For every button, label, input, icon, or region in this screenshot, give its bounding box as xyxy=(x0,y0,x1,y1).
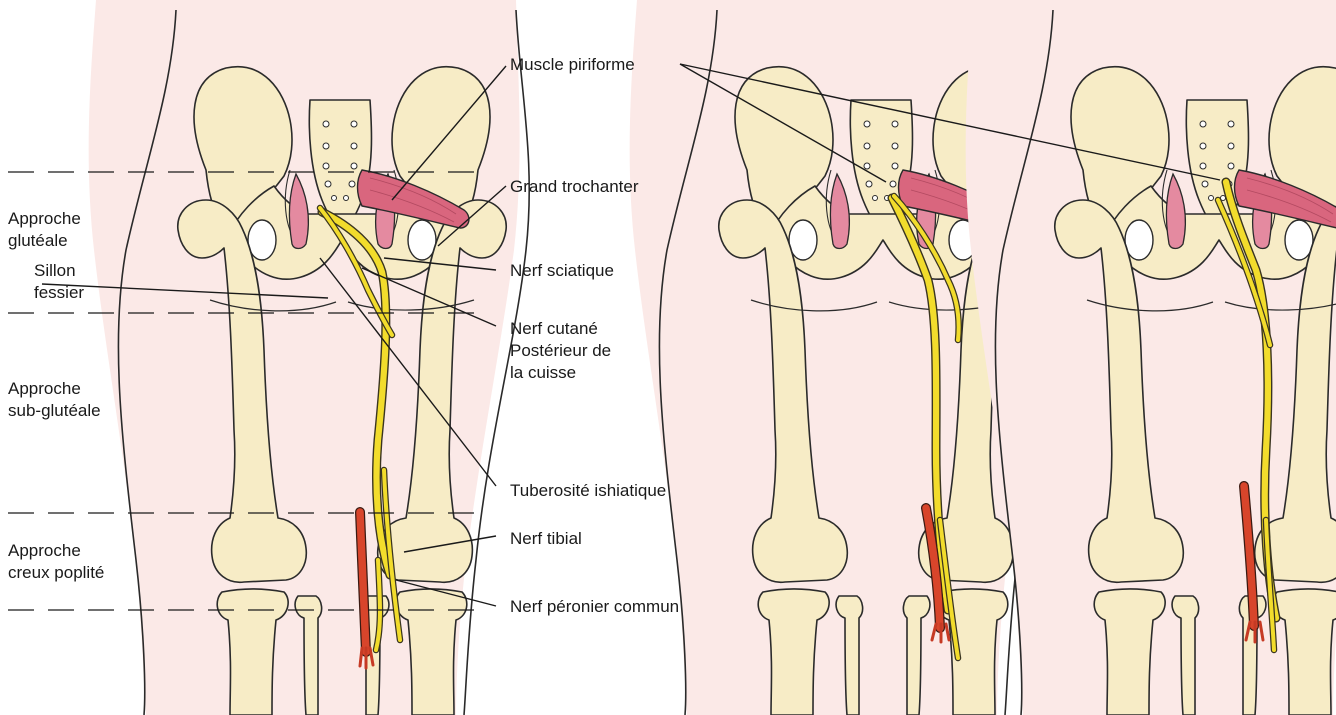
cutane-line-1: Nerf cutané xyxy=(510,319,598,338)
zone-popliteal-line-2: creux poplité xyxy=(8,563,104,582)
cutane-line-3: la cuisse xyxy=(510,363,576,382)
zone-subgluteal-label: Approche sub-glutéale xyxy=(8,379,101,420)
zone-gluteal-line-1: Approche xyxy=(8,209,81,228)
zone-popliteal-label: Approche creux poplité xyxy=(8,541,104,582)
cutane-label: Nerf cutané Postérieur de la cuisse xyxy=(510,319,616,382)
sillon-line-1: Sillon xyxy=(34,261,76,280)
zone-subgluteal-line-2: sub-glutéale xyxy=(8,401,101,420)
panel-3 xyxy=(966,0,1336,715)
zone-gluteal-line-2: glutéale xyxy=(8,231,68,250)
peronier-label: Nerf péronier commun xyxy=(510,597,679,616)
sciatique-label: Nerf sciatique xyxy=(510,261,614,280)
sillon-fessier-label: Sillon fessier xyxy=(34,261,84,302)
trochanter-label: Grand trochanter xyxy=(510,177,639,196)
tibial-label: Nerf tibial xyxy=(510,529,582,548)
tuberosite-label: Tuberosité ishiatique xyxy=(510,481,666,500)
zone-popliteal-line-1: Approche xyxy=(8,541,81,560)
zone-subgluteal-line-1: Approche xyxy=(8,379,81,398)
cutane-line-2: Postérieur de xyxy=(510,341,611,360)
zone-gluteal-label: Approche glutéale xyxy=(8,209,86,250)
sillon-line-2: fessier xyxy=(34,283,84,302)
panel-1 xyxy=(89,0,530,715)
piriforme-label: Muscle piriforme xyxy=(510,55,635,74)
